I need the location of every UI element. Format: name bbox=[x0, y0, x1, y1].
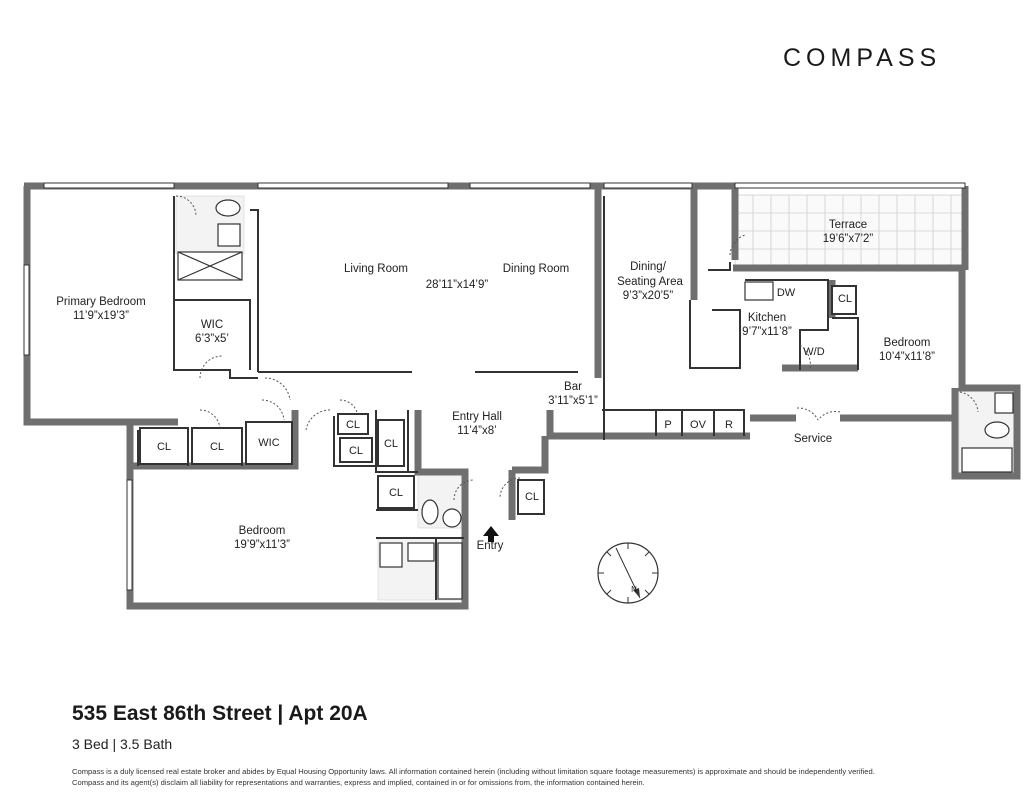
refrigerator-label: R bbox=[725, 419, 733, 431]
service-label: Service bbox=[794, 433, 832, 445]
north-label: N bbox=[631, 585, 637, 594]
dining-seating-dims: 9’3”x20’5” bbox=[623, 290, 674, 302]
washer-dryer-label: W/D bbox=[803, 346, 824, 358]
dishwasher-label: DW bbox=[777, 287, 796, 299]
closet-label-1: CL bbox=[157, 441, 171, 453]
closet-label-2: CL bbox=[210, 441, 224, 453]
closet-2 bbox=[191, 427, 243, 465]
closet-7 bbox=[517, 479, 545, 515]
closet-4 bbox=[339, 437, 373, 463]
entry-arrow-icon bbox=[483, 526, 499, 542]
disclaimer-line-2: Compass and its agent(s) disclaim all li… bbox=[72, 778, 645, 787]
closet-label-8: CL bbox=[838, 293, 852, 305]
wic-primary-name: WIC bbox=[201, 319, 223, 331]
closet-label-6: CL bbox=[389, 487, 403, 499]
primary-bedroom-dims: 11’9”x19’3” bbox=[73, 310, 129, 322]
entry-label: Entry bbox=[477, 540, 504, 552]
pantry-label: P bbox=[664, 419, 671, 431]
living-room-name: Living Room bbox=[344, 263, 408, 275]
disclaimer-line-1: Compass is a duly licensed real estate b… bbox=[72, 767, 875, 776]
primary-bedroom-name: Primary Bedroom bbox=[56, 296, 145, 308]
terrace-name: Terrace bbox=[829, 219, 867, 231]
compass-logo: COMPASS bbox=[783, 44, 942, 72]
listing-summary: 3 Bed | 3.5 Bath bbox=[72, 736, 173, 752]
windows bbox=[23, 182, 966, 591]
closet-label-3: CL bbox=[346, 419, 360, 431]
closet-label-5: CL bbox=[384, 438, 398, 450]
wic-primary-dims: 6’3”x5’ bbox=[195, 333, 229, 345]
fixtures bbox=[177, 199, 1014, 600]
north-compass-icon bbox=[597, 542, 659, 604]
bedroom-east-dims: 10’4”x11’8” bbox=[879, 351, 935, 363]
oven-label: OV bbox=[690, 419, 707, 431]
closet-label-4: CL bbox=[349, 445, 363, 457]
fixture-labels: CL CL WIC CL CL CL CL CL CL DW W/D P OV … bbox=[157, 287, 852, 594]
entry-hall-dims: 11’4”x8’ bbox=[457, 425, 496, 437]
closet-1 bbox=[139, 427, 189, 465]
closet-5 bbox=[377, 419, 405, 467]
room-labels: Primary Bedroom 11’9”x19’3” WIC 6’3”x5’ … bbox=[56, 219, 935, 551]
dining-seating-name-1: Dining/ bbox=[630, 261, 667, 273]
dining-room-name: Dining Room bbox=[503, 263, 569, 275]
dining-seating-name-2: Seating Area bbox=[617, 276, 683, 288]
kitchen-dims: 9’7”x11’8” bbox=[742, 326, 792, 338]
bar-name: Bar bbox=[564, 381, 582, 393]
closet-6 bbox=[377, 475, 415, 509]
closet-3 bbox=[337, 413, 369, 435]
wic-2 bbox=[245, 421, 293, 465]
bedroom-east-name: Bedroom bbox=[884, 337, 931, 349]
closets bbox=[139, 285, 857, 515]
bedroom-south-dims: 19’9”x11’3” bbox=[234, 539, 290, 551]
terrace-dims: 19’6”x7’2” bbox=[823, 233, 874, 245]
entry-hall-name: Entry Hall bbox=[452, 411, 502, 423]
closet-8 bbox=[831, 285, 857, 315]
bedroom-south-name: Bedroom bbox=[239, 525, 286, 537]
kitchen-name: Kitchen bbox=[748, 312, 786, 324]
partitions bbox=[137, 196, 859, 600]
bar-dims: 3’11”x5’1” bbox=[548, 395, 598, 407]
listing-address: 535 East 86th Street | Apt 20A bbox=[72, 702, 368, 725]
living-dining-dims: 28’11”x14’9” bbox=[426, 279, 489, 291]
terrace-tile-grid bbox=[734, 194, 966, 266]
wic-label-2: WIC bbox=[258, 437, 279, 449]
closet-label-7: CL bbox=[525, 491, 539, 503]
